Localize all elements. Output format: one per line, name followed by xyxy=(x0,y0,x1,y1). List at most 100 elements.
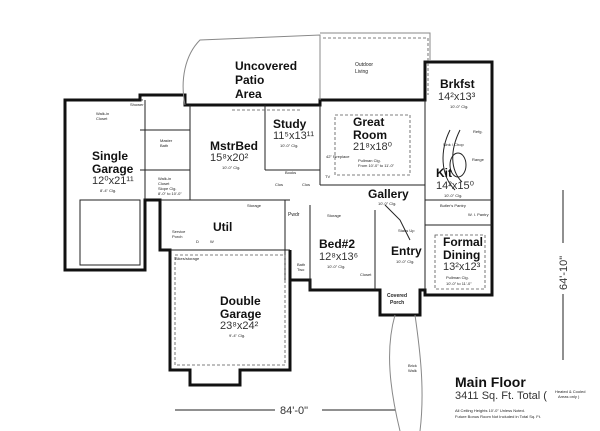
plan-label: Entry xyxy=(391,244,422,258)
brick-walk-label: Brick Walk xyxy=(408,363,417,373)
plan-label: Pullman Clg. xyxy=(446,275,469,280)
plan-label: Butler's Pantry xyxy=(440,203,466,208)
room-powder: Pwdr xyxy=(288,212,300,218)
plan-label: Shower xyxy=(130,102,144,107)
plan-label: Double xyxy=(220,294,261,308)
plan-label: Master xyxy=(160,138,173,143)
plan-label: Garage xyxy=(220,307,262,321)
plan-label: Closet xyxy=(158,181,170,186)
plan-label: Garage xyxy=(92,162,134,176)
plan-label: 12⁰x21¹¹ xyxy=(92,175,134,187)
room-master-bedroom: MstrBed 15⁸x20² 10'-0" Clg. xyxy=(210,139,258,170)
room-formal-dining: Formal Dining 13²x12³ Pullman Clg. 10'-0… xyxy=(443,235,483,286)
plan-label: 11⁵x13¹¹ xyxy=(273,130,314,142)
plan-label: Clos xyxy=(302,182,310,187)
plan-label: D xyxy=(196,239,199,244)
room-covered-porch: Covered Porch xyxy=(387,293,407,306)
plan-label: Main Floor xyxy=(455,374,526,390)
plan-label: 10'-0" Clg. xyxy=(327,264,345,269)
plan-label: TV xyxy=(325,174,330,179)
plan-label: 10'-0" Clg. xyxy=(444,193,462,198)
plan-label: 84'-0" xyxy=(280,405,308,417)
plan-label: Outdoor xyxy=(355,62,373,68)
plan-label: Heated & Cooled xyxy=(555,389,585,394)
room-closets: Clos Clos Storage Storage xyxy=(247,182,342,218)
room-kitchen: Sink / Chop Range Refg. Kit 14²x15⁰ 10'-… xyxy=(436,129,485,198)
room-bath-two: Bath Two xyxy=(297,262,305,272)
plan-label: Areas only ) xyxy=(558,394,580,399)
plan-label: 10'-0" Clg. xyxy=(396,259,414,264)
plan-label: Porch xyxy=(172,234,182,239)
plan-label: Storage xyxy=(247,203,262,208)
plan-label: Single xyxy=(92,149,128,163)
plan-label: Gallery xyxy=(368,187,409,201)
walls xyxy=(63,32,494,431)
plan-label: Walk-in xyxy=(158,176,171,181)
plan-label: 15⁸x20² xyxy=(210,152,249,164)
room-study: Study 11⁵x13¹¹ 10'-0" Clg. Books xyxy=(273,117,314,175)
room-outdoor-living: Outdoor Living xyxy=(355,62,373,75)
plan-label: Uncovered xyxy=(235,59,297,73)
plan-label: Bikes/storage xyxy=(175,256,200,261)
plan-label: Walk-in xyxy=(130,97,143,102)
plan-label: Kit xyxy=(436,166,452,180)
plan-label: 3411 Sq. Ft. Total ( xyxy=(455,390,547,402)
width-dimension: 84'-0" xyxy=(175,405,395,417)
plan-label: 10'-0" Clg. xyxy=(280,143,298,148)
room-great-room: Great Room 21⁸x18⁰ 42" Fireplace Pullman… xyxy=(325,115,395,179)
plan-label: 8'-0" to 10'-0" xyxy=(158,191,182,196)
plan-label: 12⁸x13⁶ xyxy=(319,251,358,263)
plan-label: 14²x15⁰ xyxy=(436,180,475,192)
plan-label: 10'-0" Clg. xyxy=(378,201,396,206)
plan-label: Future Bonus Room Not Included in Total … xyxy=(455,414,541,419)
plan-label: Slope Clg. xyxy=(158,186,176,191)
room-entry: Entry 10'-0" Clg. xyxy=(391,244,422,264)
plan-label: Great xyxy=(353,115,384,129)
plan-label: Patio xyxy=(235,73,264,87)
plan-label: Pullman Clg. xyxy=(358,158,381,163)
plan-label: Stairs Up xyxy=(398,228,415,233)
room-brkfst: Brkfst 14²x13³ 10'-0" Clg. xyxy=(438,77,476,109)
plan-label: Clos xyxy=(275,182,283,187)
room-gallery: Gallery 10'-0" Clg. xyxy=(368,187,409,206)
plan-label: All Ceiling Heights 10'-0" Unless Noted. xyxy=(455,408,525,413)
plan-label: W xyxy=(210,239,214,244)
plan-label: Study xyxy=(273,117,307,131)
title-block: Main Floor 3411 Sq. Ft. Total ( Heated &… xyxy=(455,374,585,419)
plan-label: Sink / Chop xyxy=(443,142,464,147)
plan-label: Books xyxy=(285,170,296,175)
plan-label: Util xyxy=(213,220,232,234)
plan-label: 9'-4" Clg. xyxy=(229,333,245,338)
plan-label: Dining xyxy=(443,248,480,262)
plan-label: Two xyxy=(297,267,305,272)
plan-label: Porch xyxy=(390,300,404,306)
plan-label: 13²x12³ xyxy=(443,261,481,273)
plan-label: 42" Fireplace xyxy=(326,154,350,159)
plan-label: 21⁸x18⁰ xyxy=(353,141,393,153)
plan-label: 10'-0" Clg. xyxy=(222,165,240,170)
plan-label: Walk-in xyxy=(96,111,109,116)
room-uncovered-patio: Uncovered Patio Area xyxy=(235,59,297,101)
plan-label: Service xyxy=(172,229,186,234)
plan-label: Covered xyxy=(387,293,407,299)
plan-label: Bed#2 xyxy=(319,237,355,251)
plan-label: Brkfst xyxy=(440,77,475,91)
plan-label: From 10'-0" to 11'-0" xyxy=(358,163,395,168)
plan-label: Brick xyxy=(408,363,417,368)
room-pantries: Butler's Pantry W. I. Pantry xyxy=(440,203,489,217)
plan-label: Bath xyxy=(297,262,305,267)
plan-label: Bath xyxy=(160,143,168,148)
plan-label: Refg. xyxy=(473,129,483,134)
room-single-garage: Single Garage 12⁰x21¹¹ 8'-4" Clg. xyxy=(92,149,134,193)
plan-label: Walk xyxy=(408,368,417,373)
depth-dimension: 64'-10" xyxy=(558,190,570,360)
plan-label: Formal xyxy=(443,235,483,249)
plan-label: Area xyxy=(235,87,262,101)
room-bed-2: Bed#2 12⁸x13⁶ 10'-0" Clg. Closet Stairs … xyxy=(319,228,415,277)
plan-label: 8'-4" Clg. xyxy=(100,188,116,193)
plan-label: Range xyxy=(472,157,485,162)
plan-label: Living xyxy=(355,69,368,75)
plan-label: Storage xyxy=(327,213,342,218)
plan-label: 10'-0" to 11'-0" xyxy=(446,281,472,286)
room-util: Util D W Service Porch xyxy=(172,220,232,244)
